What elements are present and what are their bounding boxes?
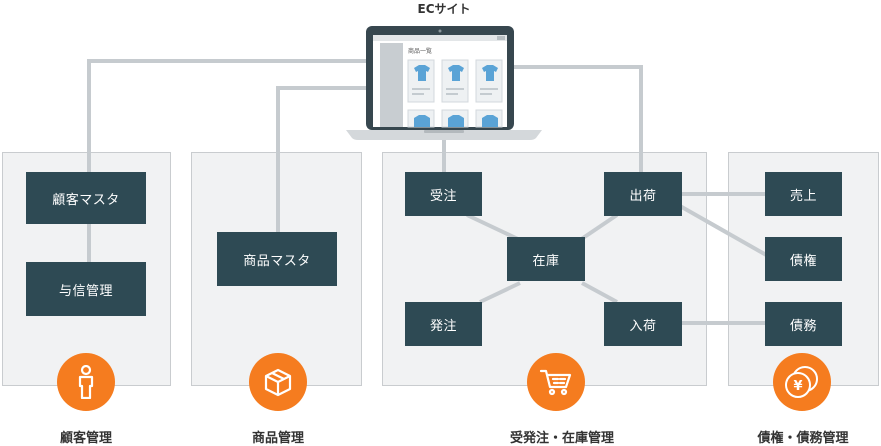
tshirt-icon bbox=[448, 65, 464, 81]
box-payable: 債務 bbox=[765, 302, 842, 346]
tshirt-icon bbox=[482, 65, 498, 81]
yen-symbol: ¥ bbox=[793, 379, 802, 394]
laptop-screen-heading: 商品一覧 bbox=[408, 47, 432, 55]
tshirt-icon bbox=[414, 65, 430, 81]
box-inventory: 在庫 bbox=[507, 237, 585, 281]
person-icon bbox=[78, 365, 94, 399]
label-order-inventory: 受発注・在庫管理 bbox=[509, 431, 615, 446]
box-sales: 売上 bbox=[765, 172, 842, 216]
label-finance: 債権・債務管理 bbox=[757, 431, 849, 446]
label-product: 商品管理 bbox=[251, 431, 305, 446]
yen-coins-icon: ¥ bbox=[785, 366, 818, 398]
tshirt-icons bbox=[414, 65, 498, 81]
customer-circle bbox=[57, 353, 115, 411]
box-purchase-order: 発注 bbox=[405, 302, 482, 346]
order-circle bbox=[527, 353, 585, 411]
box-product-master: 商品マスタ bbox=[217, 232, 337, 286]
connector-laptop-customer bbox=[87, 59, 367, 172]
box-receiving: 入荷 bbox=[604, 302, 682, 346]
box-shipping: 出荷 bbox=[604, 172, 682, 216]
product-circle bbox=[249, 353, 307, 411]
label-customer: 顧客管理 bbox=[59, 431, 113, 446]
laptop-illustration: 商品一覧 bbox=[346, 26, 542, 140]
connector-laptop-shipping bbox=[512, 65, 643, 172]
cart-icon bbox=[539, 369, 572, 396]
box-customer-master: 顧客マスタ bbox=[26, 172, 146, 224]
finance-circle: ¥ bbox=[773, 353, 831, 411]
diagram-title: ECサイト bbox=[417, 2, 471, 16]
box-receivable: 債権 bbox=[765, 237, 842, 281]
box-icon bbox=[264, 368, 292, 397]
box-credit-management: 与信管理 bbox=[26, 262, 146, 316]
box-order-received: 受注 bbox=[405, 172, 482, 216]
